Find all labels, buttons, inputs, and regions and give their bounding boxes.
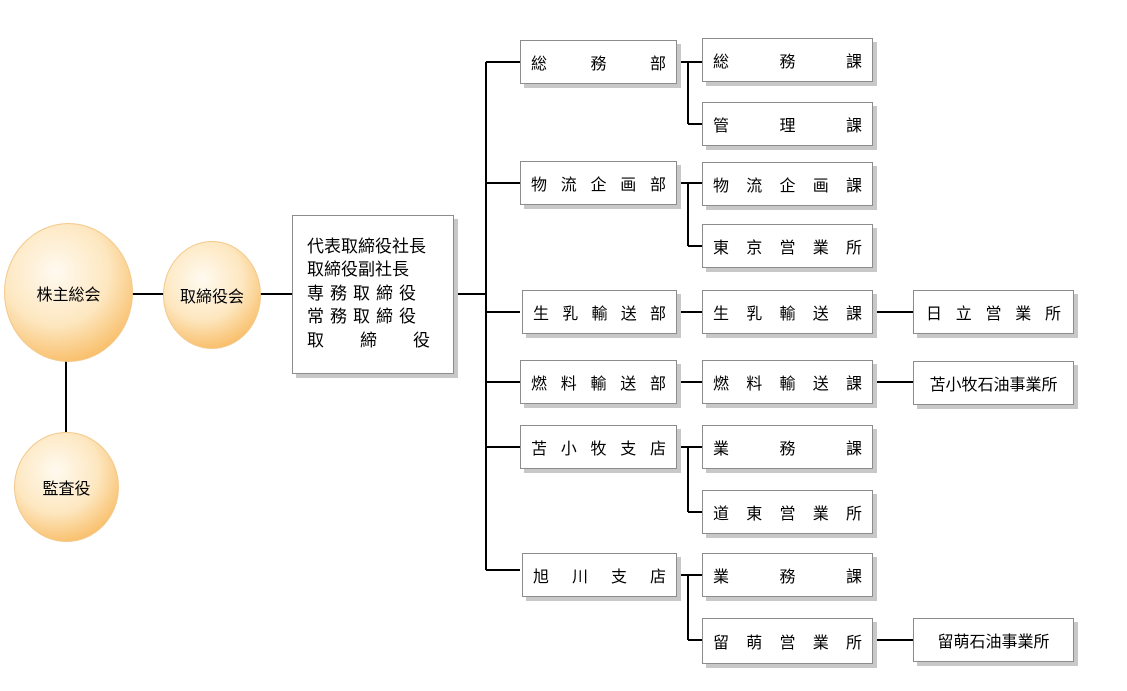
office-box: 留萌石油事業所 [913, 618, 1074, 662]
box-label: 燃料輸送部 [531, 374, 666, 393]
dept-box: 物流企画部 [520, 161, 677, 205]
exec-title: 専務取締役 [307, 283, 422, 304]
shareholders-meeting-node: 株主総会 [4, 223, 133, 362]
box-label: 総務部 [531, 54, 666, 73]
unit-box: 生乳輸送課 [702, 290, 873, 334]
unit-box: 燃料輸送課 [702, 360, 873, 404]
auditor-label: 監査役 [42, 479, 91, 498]
office-label: 留萌石油事業所 [937, 632, 1050, 651]
dept-box: 燃料輸送部 [520, 360, 677, 404]
box-label: 留萌営業所 [713, 633, 862, 652]
box-label: 日立営業所 [926, 304, 1061, 323]
exec-title: 取締役 [307, 330, 466, 351]
unit-box: 物流企画課 [702, 162, 873, 206]
box-label: 総務課 [713, 52, 862, 71]
office-label: 苫小牧石油事業所 [929, 375, 1058, 394]
board-label: 取締役会 [179, 287, 244, 306]
box-label: 旭川支店 [533, 567, 666, 586]
dept-box: 旭川支店 [522, 553, 677, 597]
exec-row-3: 常務取締役 [307, 306, 441, 330]
dept-box: 総務部 [520, 40, 677, 84]
exec-row-2: 専務取締役 [307, 283, 441, 307]
shareholders-label: 株主総会 [36, 284, 101, 304]
exec-title: 常務取締役 [307, 307, 422, 328]
box-label: 物流企画部 [531, 175, 666, 194]
dept-box: 生乳輸送部 [522, 290, 677, 334]
board-node: 取締役会 [163, 241, 261, 349]
office-box: 日立営業所 [913, 290, 1074, 334]
unit-box: 業務課 [702, 553, 873, 597]
box-label: 管理課 [713, 116, 862, 135]
exec-title: 取締役副社長 [307, 260, 409, 281]
box-label: 物流企画課 [713, 176, 862, 195]
auditor-node: 監査役 [14, 432, 119, 542]
unit-box: 留萌営業所 [702, 618, 873, 664]
office-box: 苫小牧石油事業所 [913, 361, 1074, 405]
box-label: 道東営業所 [713, 504, 862, 523]
exec-row-4: 取締役 [307, 330, 441, 354]
unit-box: 業務課 [702, 425, 873, 469]
exec-title: 代表取締役社長 [307, 236, 426, 257]
unit-box: 総務課 [702, 38, 873, 82]
box-label: 業務課 [713, 439, 862, 458]
unit-box: 東京営業所 [702, 224, 873, 268]
box-label: 東京営業所 [713, 238, 862, 257]
box-label: 苫小牧支店 [531, 439, 666, 458]
box-label: 燃料輸送課 [713, 374, 862, 393]
box-label: 生乳輸送課 [713, 304, 862, 323]
box-label: 業務課 [713, 567, 862, 586]
unit-box: 管理課 [702, 102, 873, 146]
dept-box: 苫小牧支店 [520, 425, 677, 469]
executives-box: 代表取締役社長 取締役副社長 専務取締役 常務取締役 取締役 [292, 215, 454, 374]
exec-row-1: 取締役副社長 [307, 259, 441, 283]
exec-row-0: 代表取締役社長 [307, 236, 441, 260]
box-label: 生乳輸送部 [533, 304, 666, 323]
unit-box: 道東営業所 [702, 490, 873, 534]
